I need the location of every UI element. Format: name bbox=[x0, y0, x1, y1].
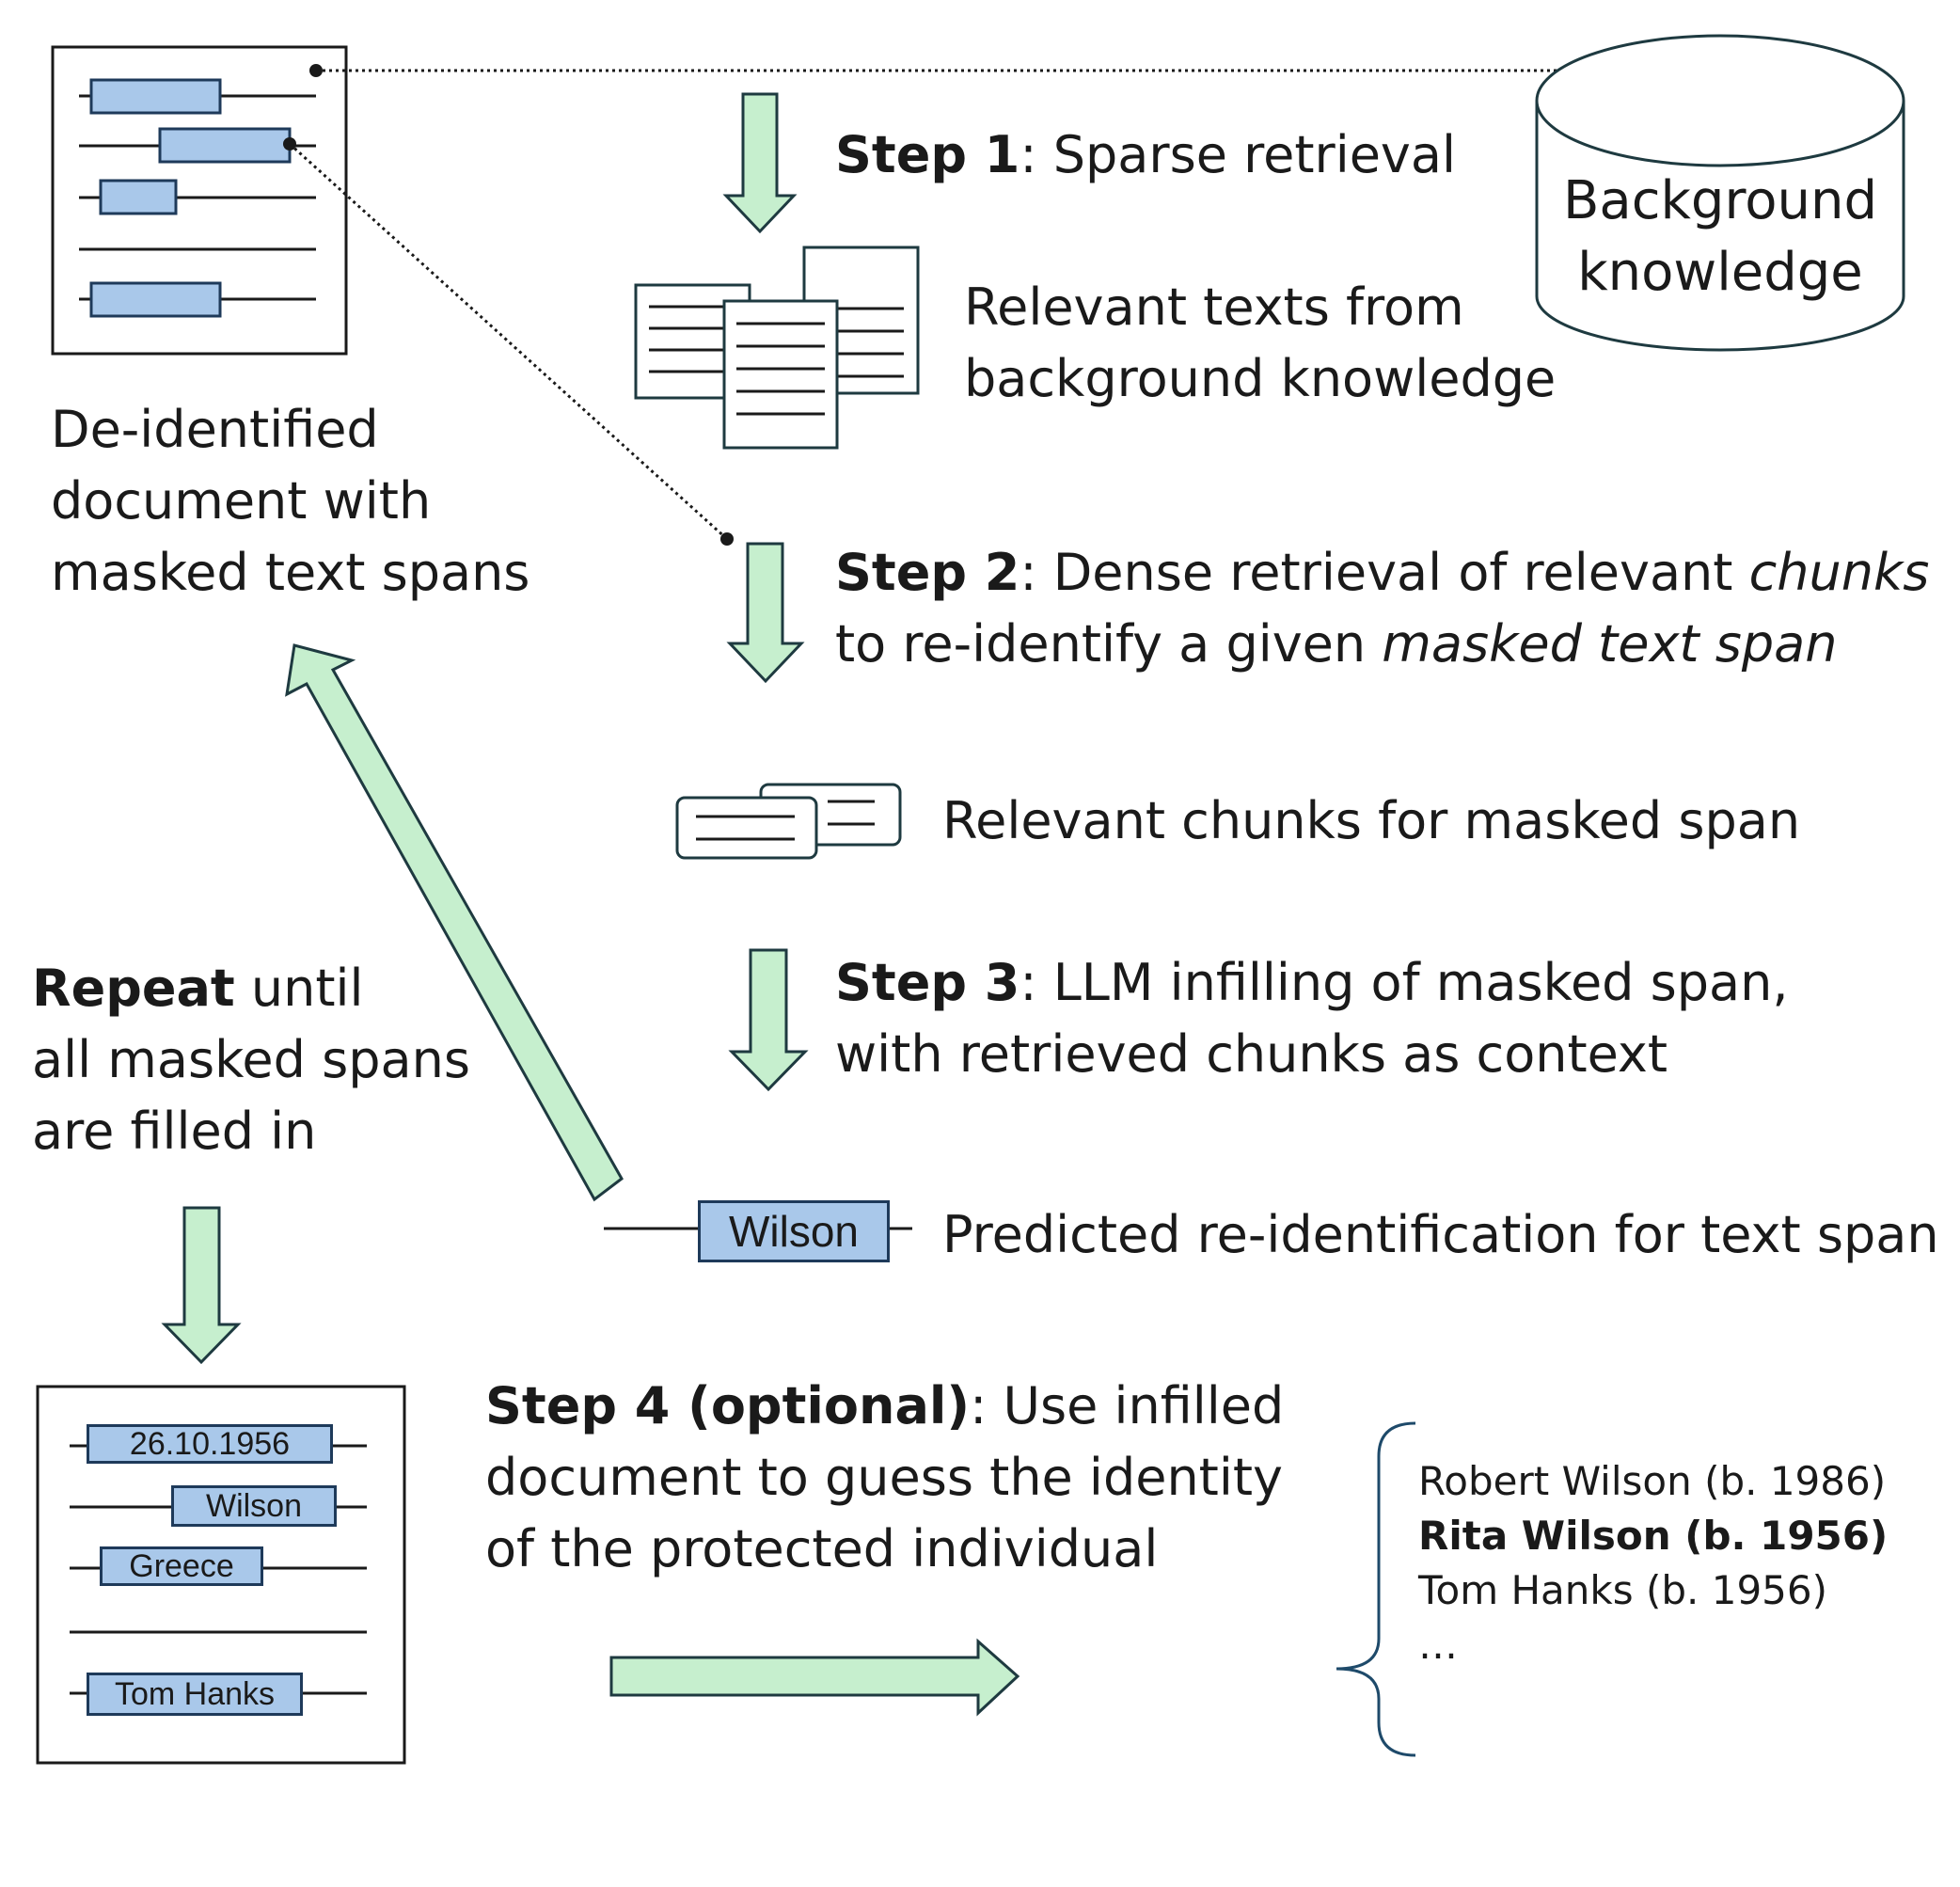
repeat-text-a: until bbox=[234, 959, 364, 1018]
masked-span bbox=[89, 78, 222, 115]
step4-line3: of the protected individual bbox=[485, 1519, 1159, 1578]
step3-line2: with retrieved chunks as context bbox=[835, 1024, 1668, 1084]
relevant-texts-line1: Relevant texts from bbox=[964, 278, 1464, 337]
step4-line1: Step 4 (optional): Use infilled bbox=[485, 1381, 1284, 1432]
step4-text-a: : Use infilled bbox=[970, 1376, 1285, 1435]
step2-text-b: to re-identify a given bbox=[835, 614, 1383, 674]
right-arrow-icon bbox=[609, 1638, 1020, 1717]
masked-span bbox=[99, 179, 178, 215]
deidentified-label-line1: De-identified bbox=[51, 400, 379, 459]
candidate-item-highlighted: Rita Wilson (b. 1956) bbox=[1418, 1513, 1889, 1559]
filled-span-date: 26.10.1956 bbox=[87, 1424, 333, 1464]
candidate-ellipsis: … bbox=[1418, 1622, 1458, 1668]
predicted-span-chip: Wilson bbox=[698, 1200, 890, 1262]
step2-line2: to re-identify a given masked text span bbox=[835, 619, 1837, 670]
filled-span-spouse: Tom Hanks bbox=[87, 1673, 303, 1716]
down-arrow-icon bbox=[722, 92, 798, 234]
step3-line1: Step 3: LLM infilling of masked span, bbox=[835, 958, 1789, 1008]
repeat-bold: Repeat bbox=[32, 959, 235, 1018]
connector-dot bbox=[283, 137, 296, 151]
database-icon bbox=[1535, 34, 1905, 352]
repeat-line1: Repeat until bbox=[32, 963, 364, 1014]
step2-bold: Step 2 bbox=[835, 543, 1020, 602]
masked-span bbox=[158, 127, 292, 164]
step2-line1: Step 2: Dense retrieval of relevant chun… bbox=[835, 547, 1929, 598]
step1-text: : Sparse retrieval bbox=[1020, 125, 1456, 184]
candidate-item: Robert Wilson (b. 1986) bbox=[1418, 1458, 1887, 1504]
step2-italic-a: chunks bbox=[1748, 543, 1930, 602]
prediction-label: Predicted re-identification for text spa… bbox=[942, 1205, 1939, 1264]
deidentified-document-icon bbox=[51, 45, 348, 356]
deidentified-label-line3: masked text spans bbox=[51, 543, 530, 602]
filled-span-surname: Wilson bbox=[171, 1485, 337, 1527]
step3-bold: Step 3 bbox=[835, 953, 1020, 1012]
deidentified-label-line2: document with bbox=[51, 471, 432, 531]
step1-label: Step 1: Sparse retrieval bbox=[835, 130, 1456, 181]
down-arrow-icon bbox=[726, 542, 805, 684]
repeat-line2: all masked spans bbox=[32, 1030, 470, 1089]
step2-text-a: : Dense retrieval of relevant bbox=[1020, 543, 1749, 602]
chunks-label: Relevant chunks for masked span bbox=[942, 791, 1801, 850]
database-label-line1: Background bbox=[1562, 170, 1878, 231]
repeat-arrow-icon bbox=[285, 643, 624, 1202]
step2-italic-b: masked text span bbox=[1382, 614, 1838, 674]
database-label-line2: knowledge bbox=[1577, 242, 1863, 303]
connector-dot bbox=[309, 64, 323, 77]
step4-line2: document to guess the identity bbox=[485, 1448, 1283, 1507]
relevant-texts-line2: background knowledge bbox=[964, 349, 1557, 408]
masked-span bbox=[89, 281, 222, 318]
step3-text-a: : LLM infilling of masked span, bbox=[1020, 953, 1789, 1012]
filled-span-country: Greece bbox=[100, 1546, 263, 1586]
candidate-item: Tom Hanks (b. 1956) bbox=[1418, 1567, 1827, 1613]
connector-dot bbox=[720, 532, 734, 546]
repeat-line3: are filled in bbox=[32, 1102, 317, 1161]
text-documents-icon bbox=[634, 246, 920, 450]
chunks-icon bbox=[675, 783, 902, 860]
step1-bold: Step 1 bbox=[835, 125, 1020, 184]
step4-bold: Step 4 (optional) bbox=[485, 1376, 971, 1435]
curly-brace-icon bbox=[1336, 1421, 1416, 1757]
down-arrow-icon bbox=[728, 948, 809, 1092]
down-arrow-icon bbox=[161, 1206, 242, 1365]
